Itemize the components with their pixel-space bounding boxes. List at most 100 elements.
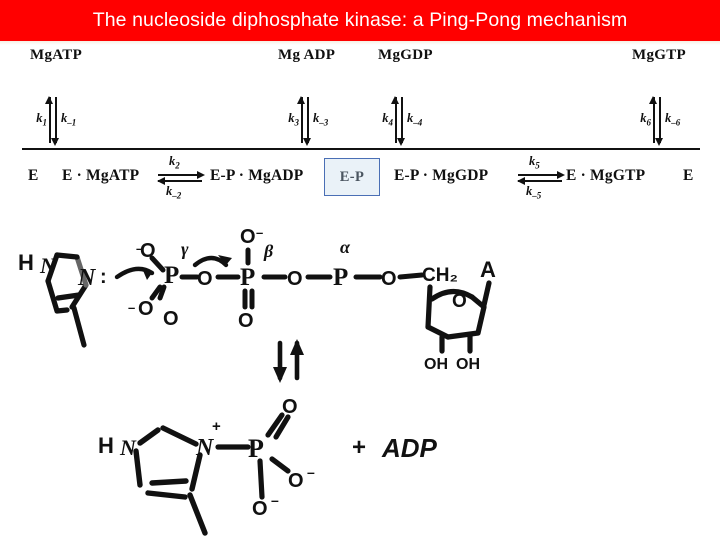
prod-h-label: H [98, 433, 114, 458]
rate-pair-k4: k4 k–4 [382, 96, 423, 146]
attack-arrowhead-icon [142, 268, 152, 280]
prod-ring-bond-1 [137, 427, 161, 446]
ribose-adenine-stem [481, 280, 492, 308]
kinetic-scheme: MgATP Mg ADP MgGDP MgGTP k1 k–1 k3 k–3 k… [0, 45, 720, 215]
prod-n-label-phospho: N [195, 435, 215, 461]
species-e-mggtp: E · MgGTP [566, 167, 646, 184]
prod-n-positive-charge: + [212, 418, 221, 435]
gamma-oxygen-double: O [163, 308, 179, 330]
bridge-oxygen-1: O [197, 268, 213, 290]
forward-arrow-shaft [518, 174, 562, 176]
ribose-bond-2 [425, 324, 451, 340]
beta-phosphorus-label: P [240, 264, 255, 291]
alpha-label: α [340, 237, 351, 257]
adenine-label: A [480, 257, 496, 282]
gamma-p-o-bond-lower-a [149, 284, 163, 301]
gamma-label: γ [181, 239, 189, 259]
up-arrow-shaft [395, 97, 397, 143]
down-arrow-shaft [55, 97, 57, 143]
rate-constant-k-6: k–6 [665, 111, 681, 128]
leaving-group-arrow [192, 255, 229, 268]
species-ep-mgadp: E-P · MgADP [210, 167, 304, 184]
rate-constant-k-5: k–5 [526, 184, 542, 201]
rate-constant-k-4: k–4 [407, 111, 423, 128]
rate-constant-k3: k3 [288, 111, 299, 128]
species-free-enzyme-left: E [28, 167, 39, 184]
prod-oxygen-2: O [252, 498, 268, 520]
gamma-phosphorus-label: P [164, 262, 179, 289]
ligand-label-mggdp: MgGDP [378, 47, 433, 63]
prod-p-o-double-b [273, 414, 291, 440]
gamma-o-minus-charge: – [136, 241, 143, 256]
page-title: The nucleoside diphosphate kinase: a Pin… [92, 9, 628, 31]
species-free-enzyme-right: E [683, 167, 694, 184]
prod-ring-bond-5 [160, 425, 199, 447]
alpha-phosphorus-label: P [333, 264, 348, 291]
prod-oxygen-1: O [288, 470, 304, 492]
ribose-bond-3 [445, 330, 481, 340]
lone-pair-label: : [100, 266, 107, 288]
down-arrow-shaft [401, 97, 403, 143]
his-ring-bond-5 [54, 252, 80, 260]
leaving-group-arrowhead-icon [218, 255, 232, 265]
gamma-p-o-bond-lower-b [157, 284, 167, 301]
his-n-label-left: N [39, 253, 57, 278]
prod-side-chain [187, 492, 208, 536]
his-h-label: H [18, 250, 34, 275]
his-side-chain [71, 305, 87, 348]
prod-oxygen-double: O [282, 396, 298, 418]
ch2-label: CH₂ [422, 265, 458, 286]
ligand-label-mgadp: Mg ADP [278, 47, 336, 63]
beta-oxygen-double: O [238, 310, 254, 332]
product-plus-sign: + [352, 434, 366, 461]
his-ring-bond-1 [45, 252, 60, 284]
rate-pair-k6: k6 k–6 [640, 96, 681, 146]
prod-n-label-left: N [119, 435, 137, 460]
ep-intermediate-label: E-P [339, 168, 365, 185]
right-arrowhead-icon [557, 170, 565, 179]
ep-intermediate-highlight-box[interactable]: E-P [324, 158, 380, 196]
ribose-bond-5 [429, 288, 475, 302]
mechanism-drawing: H N N : – O – O O P γ O P O – O β O [18, 225, 496, 536]
his-ring-bond-4 [74, 254, 89, 288]
rate-constant-k-1: k–1 [61, 111, 77, 128]
equilibrium-up-arrowhead-icon [290, 339, 304, 355]
ribose-hydroxyl-2: OH [456, 356, 480, 373]
up-arrowhead-icon [649, 96, 658, 104]
down-arrow-shaft [659, 97, 661, 143]
down-arrowhead-icon [303, 138, 312, 146]
rate-constant-k2: k2 [169, 154, 180, 171]
prod-o-minus-charge-2: – [271, 492, 279, 508]
title-underglow [0, 41, 720, 45]
left-arrowhead-icon [157, 176, 165, 185]
equilibrium-arrow-k2: k2 k–2 [157, 154, 205, 201]
equilibrium-down-arrowhead-icon [273, 367, 287, 383]
species-e-mgatp: E · MgATP [62, 167, 140, 184]
rate-constant-k-2: k–2 [166, 184, 182, 201]
species-ep-mggdp: E-P · MgGDP [394, 167, 489, 184]
gamma-oxygen-upper: O [140, 240, 156, 262]
down-arrow-shaft [307, 97, 309, 143]
reverse-arrow-shaft [518, 180, 562, 182]
prod-p-o-double-a [265, 412, 285, 438]
bridge-oxygen-2: O [287, 268, 303, 290]
ester-o-to-ch2-bond [397, 272, 425, 280]
prod-p-o-minus-bond-1 [269, 456, 291, 474]
prod-ring-double-bond [149, 478, 189, 486]
prod-ring-bond-4 [189, 452, 203, 492]
prod-ring-bond-3 [145, 490, 188, 500]
down-arrowhead-icon [51, 138, 60, 146]
reverse-arrow-shaft [158, 180, 202, 182]
his-ring-double-bond [55, 292, 82, 301]
product-adp-label: ADP [381, 433, 438, 463]
right-arrowhead-icon [197, 170, 205, 179]
hand-drawn-mechanism-figure: H N N : – O – O O P γ O P O – O β O [0, 215, 720, 540]
scheme-horizontal-rule [22, 148, 700, 150]
forward-arrow-shaft [158, 174, 202, 176]
his-n-label-attacking: N [77, 265, 97, 291]
prod-phosphorus-label: P [248, 434, 264, 463]
rate-constant-k6: k6 [640, 111, 651, 128]
up-arrow-shaft [301, 97, 303, 143]
rate-pair-k3: k3 k–3 [288, 96, 328, 146]
ribose-bond-4 [475, 304, 487, 336]
